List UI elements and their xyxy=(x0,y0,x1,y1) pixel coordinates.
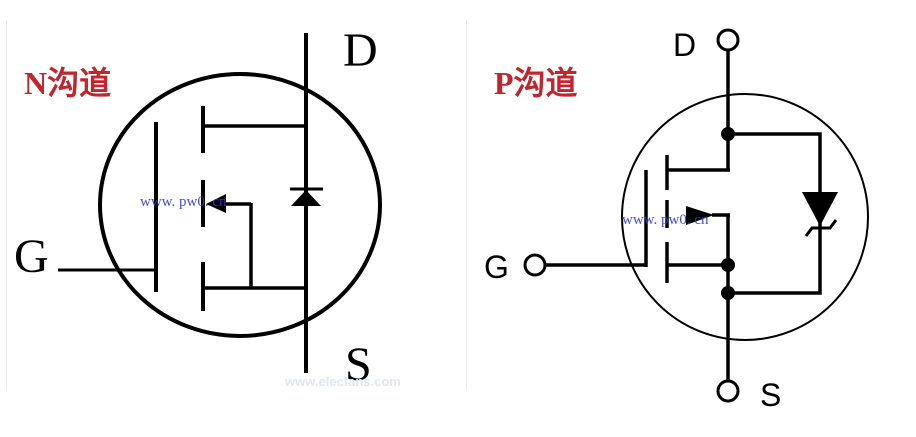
p-gate-label: G xyxy=(484,249,509,285)
n-body-arrow-icon xyxy=(206,194,226,213)
p-junction-dot-source xyxy=(721,258,735,272)
p-zener-cathode-bar xyxy=(804,219,838,237)
p-body-arrow-icon xyxy=(686,206,714,225)
p-body-circle xyxy=(621,93,869,341)
n-channel-mosfet-symbol: N沟道 D G S www. pw0. cn www.elecfans.com xyxy=(14,24,401,391)
center-divider xyxy=(466,20,467,390)
p-channel-mosfet-panel: P沟道 D G S www xyxy=(458,0,916,437)
n-faint-watermark: www.elecfans.com xyxy=(284,374,401,389)
p-channel-mosfet-symbol: P沟道 D G S www xyxy=(484,27,869,413)
p-source-label: S xyxy=(760,377,781,413)
n-source-label: S xyxy=(345,338,372,391)
n-channel-title: N沟道 xyxy=(24,65,111,101)
p-watermark: www. pw0. cn xyxy=(622,212,709,228)
p-source-terminal xyxy=(716,379,740,403)
p-drain-label: D xyxy=(673,27,696,63)
p-diode-loop xyxy=(728,132,822,295)
n-channel-mosfet-panel: N沟道 D G S www. pw0. cn www.elecfans.com xyxy=(14,24,401,391)
p-gate-terminal xyxy=(523,253,547,277)
n-gate-label: G xyxy=(14,230,49,283)
p-zener-diode-icon xyxy=(802,192,838,226)
n-watermark: www. pw0. cn xyxy=(140,194,227,210)
left-border xyxy=(6,20,7,390)
p-drain-terminal xyxy=(716,28,740,52)
p-channel-title: P沟道 xyxy=(494,65,578,101)
n-drain-label: D xyxy=(343,24,378,77)
n-body-diode-icon xyxy=(291,190,321,206)
n-body-circle xyxy=(98,72,382,338)
